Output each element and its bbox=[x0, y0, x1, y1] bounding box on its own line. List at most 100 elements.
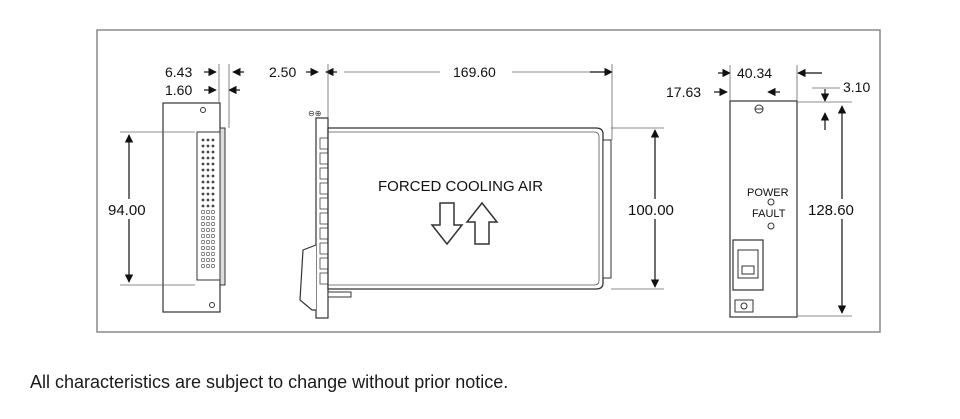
connector-pin bbox=[201, 186, 205, 190]
panel-segment bbox=[319, 197, 329, 210]
connector-pin bbox=[206, 204, 210, 208]
power-led bbox=[767, 198, 775, 206]
connector-pin bbox=[206, 222, 211, 227]
connector-pin bbox=[211, 138, 215, 142]
length-label: 169.60 bbox=[453, 64, 496, 80]
fault-led bbox=[767, 222, 775, 230]
connector-pin bbox=[211, 234, 216, 239]
connector-pin bbox=[201, 228, 206, 233]
card-body bbox=[327, 127, 604, 290]
card-inner-edge bbox=[328, 131, 600, 286]
connector-pin bbox=[201, 252, 206, 257]
rear-left-label: 17.63 bbox=[666, 84, 701, 100]
front-height-label: 94.00 bbox=[108, 202, 146, 219]
panel-segment bbox=[319, 227, 329, 240]
connector-pin bbox=[211, 240, 216, 245]
connector-pin bbox=[211, 204, 215, 208]
connector-pin bbox=[211, 150, 215, 154]
mechanical-drawing: 94.00 6.43 1.60 ⊖⊕ FORCED COOLING AIR 2.… bbox=[96, 29, 881, 333]
connector-pin bbox=[206, 198, 210, 202]
airflow-down-arrow bbox=[430, 202, 464, 246]
connector-pin bbox=[206, 162, 210, 166]
connector-pin bbox=[201, 246, 206, 251]
connector-pin bbox=[206, 246, 211, 251]
connector-pin bbox=[201, 204, 205, 208]
connector-pin bbox=[201, 192, 205, 196]
connector-pin bbox=[201, 168, 205, 172]
flange-label: 2.50 bbox=[269, 64, 296, 80]
side-height-label: 100.00 bbox=[628, 202, 674, 219]
connector-pin bbox=[206, 210, 211, 215]
connector-pin bbox=[206, 252, 211, 257]
connector-pin bbox=[201, 138, 205, 142]
connector-pin bbox=[211, 180, 215, 184]
top-screw bbox=[200, 107, 206, 113]
front-panel-view: 94.00 6.43 1.60 bbox=[105, 64, 244, 313]
airflow-up-arrow bbox=[465, 201, 499, 245]
airflow-label: FORCED COOLING AIR bbox=[378, 178, 543, 195]
connector-pins bbox=[201, 138, 216, 268]
front-panel-flange bbox=[219, 127, 226, 286]
connector-pin bbox=[211, 186, 215, 190]
connector-pin bbox=[211, 156, 215, 160]
connector-pin bbox=[206, 228, 211, 233]
connector-pin bbox=[206, 257, 211, 262]
front-depth-label: 6.43 bbox=[165, 64, 192, 80]
drawing-frame bbox=[96, 29, 881, 333]
connector-pin bbox=[211, 144, 215, 148]
front-panel-segments bbox=[319, 137, 329, 285]
bottom-screw bbox=[209, 302, 215, 308]
panel-segment bbox=[319, 272, 329, 285]
connector-pin bbox=[211, 252, 216, 257]
disclaimer-note: All characteristics are subject to chang… bbox=[30, 372, 509, 392]
top-width-label: 40.34 bbox=[737, 65, 772, 81]
rear-height-label-bg bbox=[805, 199, 867, 219]
top-screw-marker: ⊖⊕ bbox=[308, 109, 321, 118]
connector-pin bbox=[201, 198, 205, 202]
panel-segment bbox=[319, 212, 329, 225]
connector-pin bbox=[201, 156, 205, 160]
connector-pin bbox=[211, 174, 215, 178]
connector-pin bbox=[201, 263, 206, 268]
ejector-lever bbox=[327, 291, 352, 298]
connector-pin bbox=[201, 174, 205, 178]
side-height-label-bg bbox=[626, 199, 688, 219]
connector-pin bbox=[201, 216, 206, 221]
ejector-handle bbox=[299, 244, 317, 311]
connector-pin bbox=[211, 210, 216, 215]
panel-segment bbox=[319, 242, 329, 255]
connector-pin bbox=[211, 198, 215, 202]
connector-pin bbox=[206, 263, 211, 268]
connector-pin bbox=[211, 222, 216, 227]
connector-pin bbox=[201, 234, 206, 239]
connector-pin bbox=[206, 174, 210, 178]
connector-pin bbox=[201, 162, 205, 166]
connector-pin bbox=[206, 240, 211, 245]
connector-pin bbox=[201, 240, 206, 245]
panel-segment bbox=[319, 182, 329, 195]
faceplate-bottom-screw bbox=[740, 302, 748, 310]
connector-pin bbox=[211, 257, 216, 262]
connector-pin bbox=[206, 168, 210, 172]
panel-segment bbox=[319, 152, 329, 165]
connector-pin bbox=[201, 210, 206, 215]
connector-pin bbox=[206, 192, 210, 196]
rear-right-label: 3.10 bbox=[843, 79, 870, 95]
faceplate-view: POWER FAULT 40.34 17.63 3.10 128.60 bbox=[666, 65, 870, 318]
panel-segment bbox=[319, 167, 329, 180]
rear-connector-lip bbox=[602, 139, 612, 279]
front-thickness-label: 1.60 bbox=[165, 82, 192, 98]
rear-height-label: 128.60 bbox=[808, 202, 854, 219]
power-label: POWER bbox=[747, 187, 789, 199]
connector-pin bbox=[201, 180, 205, 184]
front-height-label-bg bbox=[105, 199, 155, 219]
fault-label: FAULT bbox=[752, 208, 786, 220]
connector-pin bbox=[206, 156, 210, 160]
connector-pin bbox=[201, 150, 205, 154]
side-view: ⊖⊕ FORCED COOLING AIR 2.50 169.60 100.00 bbox=[269, 64, 688, 319]
connector-pin bbox=[211, 162, 215, 166]
connector-pin bbox=[206, 234, 211, 239]
connector-pin bbox=[206, 180, 210, 184]
connector-pin bbox=[201, 222, 206, 227]
connector-pin bbox=[211, 168, 215, 172]
